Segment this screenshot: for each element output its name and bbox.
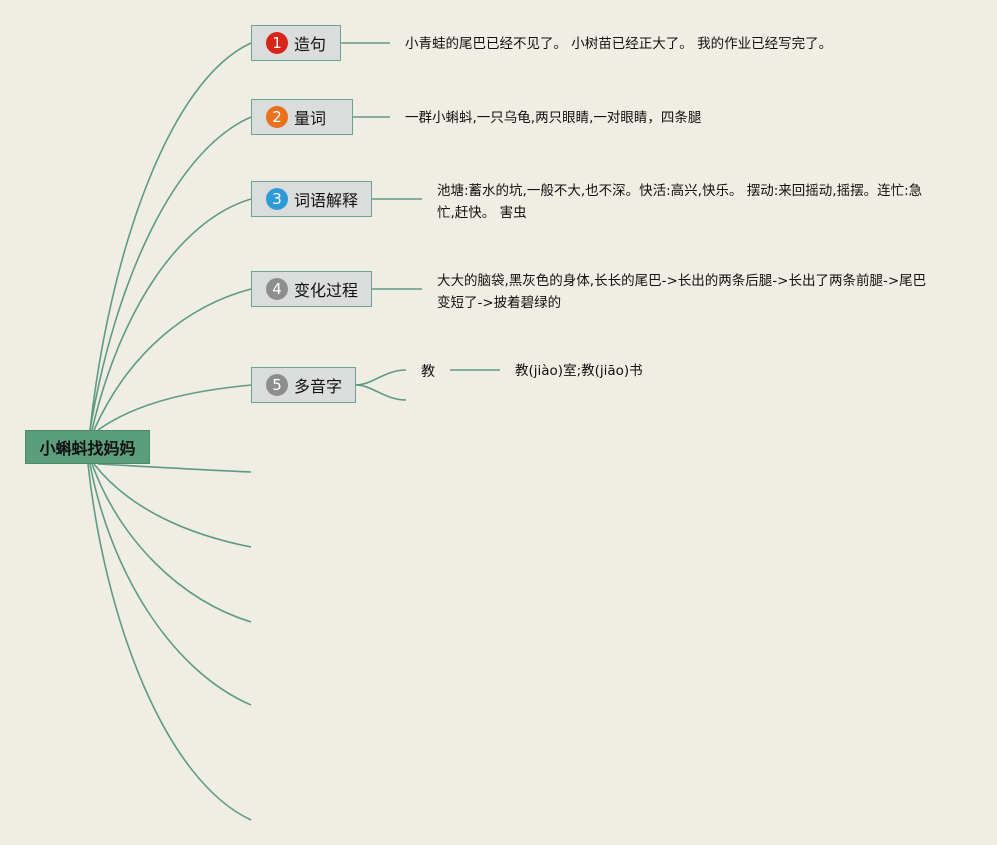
connector-root-topic-3 xyxy=(91,198,252,431)
marker-5-icon: 5 xyxy=(266,374,288,396)
topic-label: 造句 xyxy=(294,35,327,54)
topic-word-explanations[interactable]: 3 词语解释 xyxy=(251,181,372,217)
topic-change-process[interactable]: 4 变化过程 xyxy=(251,271,372,307)
topic-sentence[interactable]: 1 造句 xyxy=(251,25,341,61)
topic-label: 多音字 xyxy=(294,377,343,396)
topic-label: 变化过程 xyxy=(294,281,359,300)
connector-root-topic-5 xyxy=(97,384,252,431)
note-change-process[interactable]: 大大的脑袋,黑灰色的身体,长长的尾巴->长出的两条后腿->长出了两条前腿->尾巴… xyxy=(437,273,927,311)
connector-topic-5-word xyxy=(355,369,407,386)
topic-polyphones[interactable]: 5 多音字 xyxy=(251,367,356,403)
connector-empty-2 xyxy=(93,463,252,548)
connector-root-topic-1 xyxy=(89,42,252,431)
marker-4-icon: 4 xyxy=(266,278,288,300)
topic-label: 词语解释 xyxy=(294,191,359,210)
marker-2-icon: 2 xyxy=(266,106,288,128)
connector-empty-1 xyxy=(97,463,252,473)
root-label: 小蝌蚪找妈妈 xyxy=(39,439,136,458)
note-polyphone[interactable]: 教(jiào)室;教(jiāo)书 xyxy=(515,363,643,379)
subtopic-word[interactable]: 教 xyxy=(421,364,435,380)
note-measure-words[interactable]: 一群小蝌蚪,一只乌龟,两只眼睛,一对眼睛，四条腿 xyxy=(405,110,702,126)
note-word-explanations[interactable]: 池塘:蓄水的坑,一般不大,也不深。快活:高兴,快乐。 摆动:来回摇动,摇摆。连忙… xyxy=(437,183,923,221)
connector-root-topic-4 xyxy=(93,288,252,431)
connector-empty-3 xyxy=(91,463,252,623)
marker-3-icon: 3 xyxy=(266,188,288,210)
connector-root-topic-2 xyxy=(89,116,252,431)
connector-topic-5-empty xyxy=(355,384,407,401)
topic-measure-words[interactable]: 2 量词 xyxy=(251,99,353,135)
marker-1-icon: 1 xyxy=(266,32,288,54)
connector-empty-5 xyxy=(87,463,252,821)
note-sentence[interactable]: 小青蛙的尾巴已经不见了。 小树苗已经正大了。 我的作业已经写完了。 xyxy=(405,36,833,52)
topic-label: 量词 xyxy=(294,109,327,128)
root-topic[interactable]: 小蝌蚪找妈妈 xyxy=(25,430,150,464)
connector-empty-4 xyxy=(89,463,252,706)
